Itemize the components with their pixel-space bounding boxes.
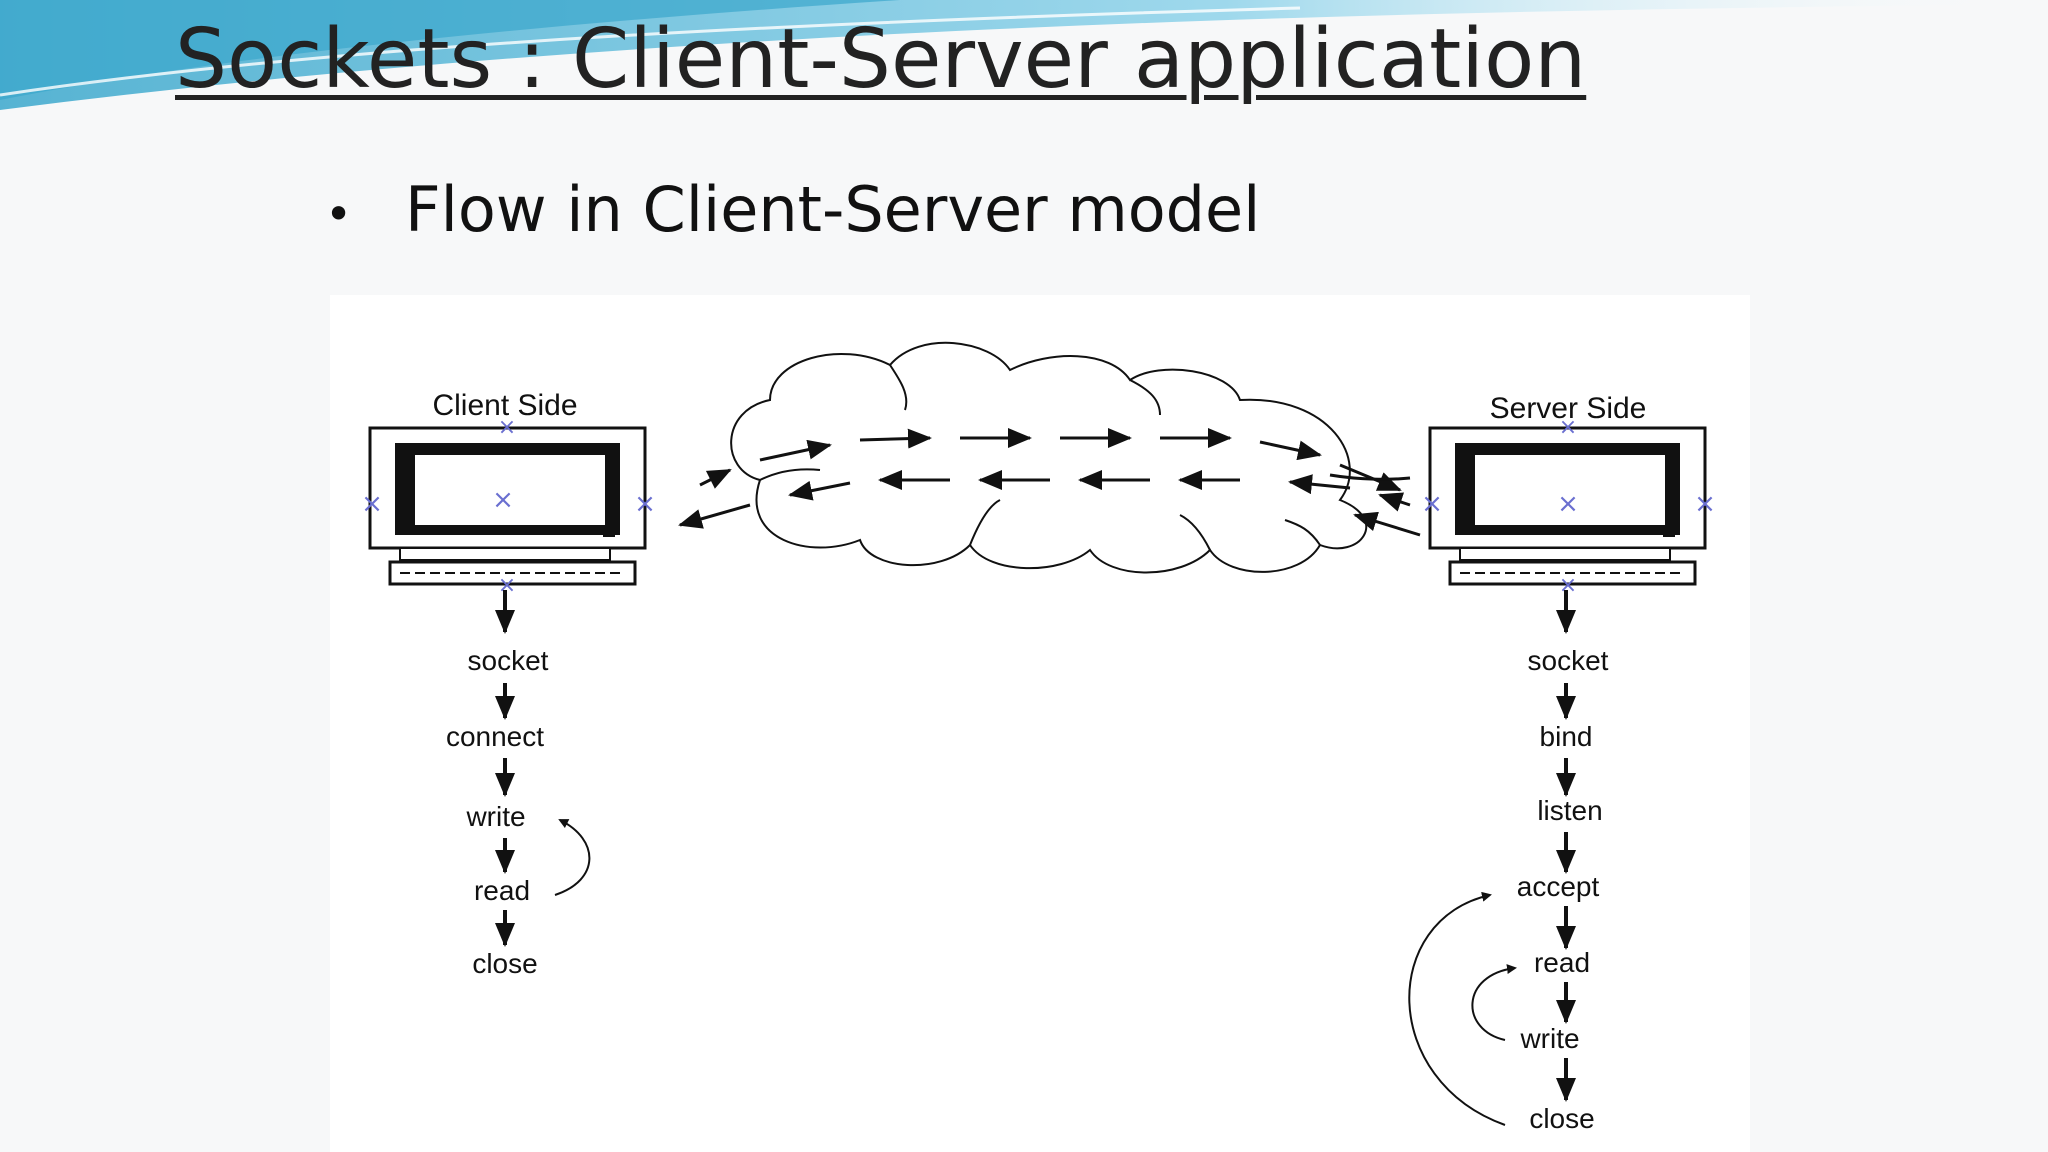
client-step-socket: socket [468,645,549,676]
bullet-text: Flow in Client-Server model [405,173,1261,246]
server-inner-loop-arrow [1471,964,1517,1041]
server-step-accept: accept [1517,871,1600,902]
server-side-label: Server Side [1490,392,1647,425]
server-step-close: close [1529,1103,1594,1134]
server-step-socket: socket [1528,645,1609,676]
svg-text:×: × [361,489,383,519]
svg-text:×: × [634,489,656,519]
server-flow: socket bind listen accept read write clo… [1408,590,1609,1134]
bullet-item: • Flow in Client-Server model [325,170,1260,254]
client-loop-arrow [554,819,591,896]
server-step-bind: bind [1540,721,1593,752]
network-cloud [730,341,1368,574]
svg-text:×: × [498,573,516,598]
server-step-write: write [1519,1023,1579,1054]
header-decoration [0,0,2048,110]
svg-text:×: × [1559,415,1577,440]
client-computer-icon: × × × × × [361,415,656,598]
client-step-read: read [474,875,530,906]
svg-text:×: × [498,415,516,440]
svg-text:×: × [1421,489,1443,519]
svg-text:×: × [1559,573,1577,598]
svg-text:×: × [1557,489,1579,519]
client-step-close: close [472,948,537,979]
server-computer-icon: × × × × × [1421,415,1716,598]
slide-title: Sockets : Client-Server application [175,12,1587,107]
server-step-listen: listen [1537,795,1602,826]
message-flow-arrows [678,428,1421,537]
server-step-read: read [1534,947,1590,978]
client-side-label: Client Side [432,389,577,422]
client-flow: socket connect write read close [446,590,591,979]
bullet-dot-icon: • [325,186,353,241]
svg-text:×: × [492,485,514,515]
client-step-connect: connect [446,721,544,752]
client-step-write: write [465,801,525,832]
server-outer-loop-arrow [1408,891,1506,1126]
svg-text:×: × [1694,489,1716,519]
